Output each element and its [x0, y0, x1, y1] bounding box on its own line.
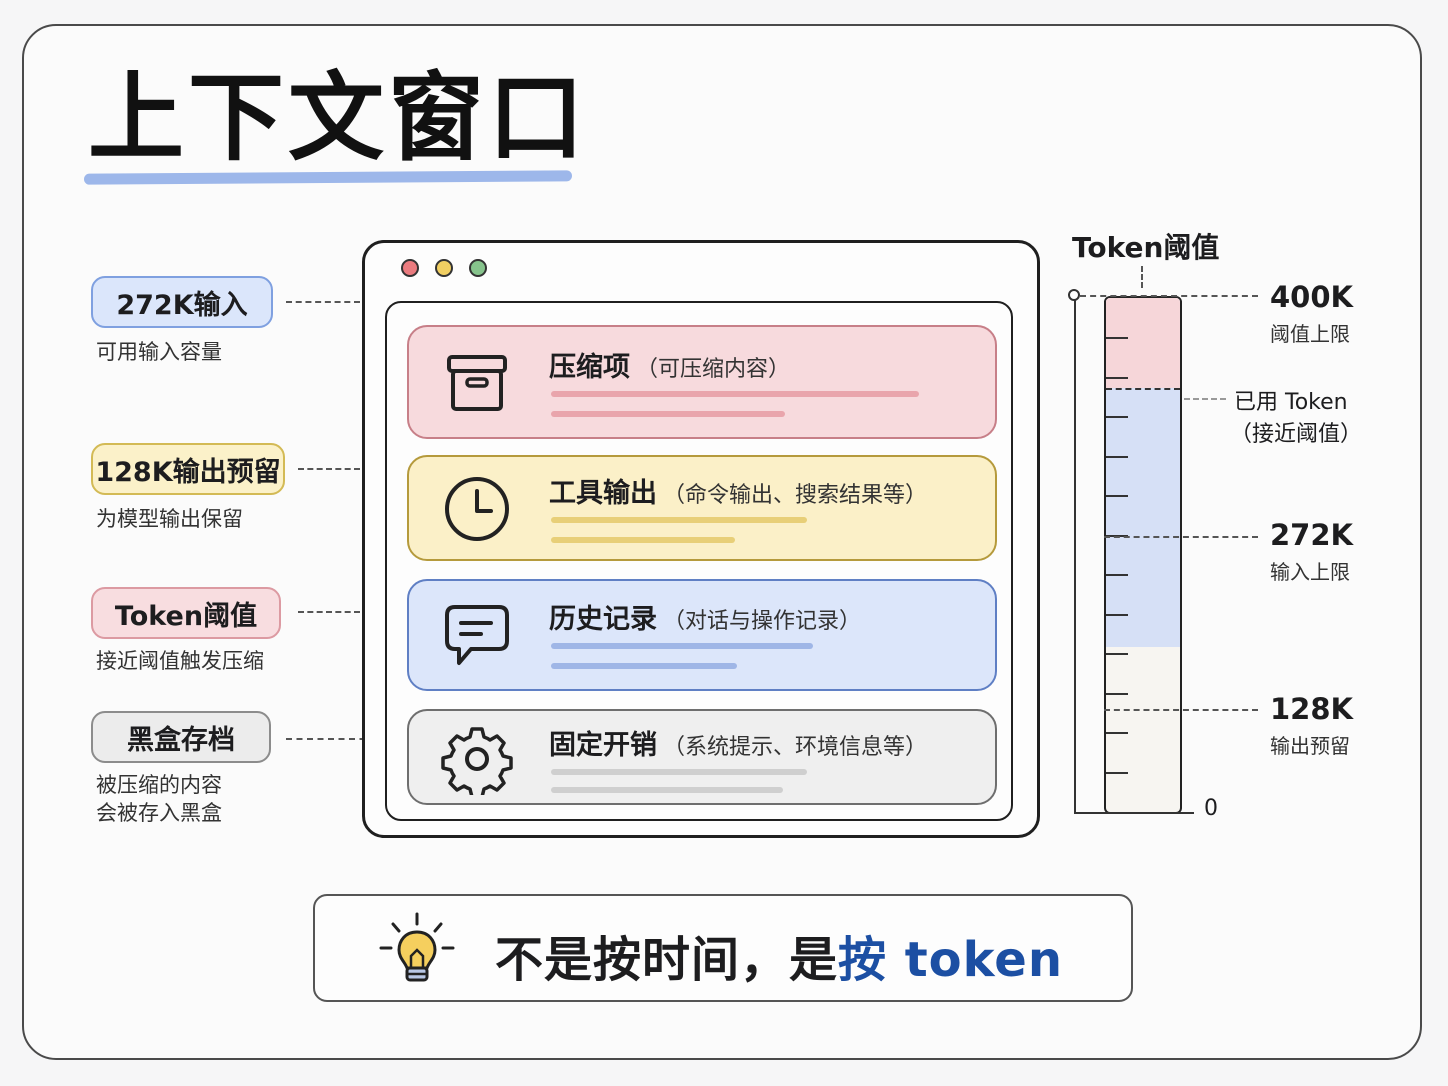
- window-minimize-dot: [435, 259, 453, 277]
- gauge-tick: [1106, 574, 1128, 577]
- mark-272k-value: 272K: [1270, 518, 1354, 552]
- page-title: 上下文窗口: [88, 62, 588, 174]
- placeholder-bar: [551, 769, 807, 775]
- connector-line: [298, 468, 360, 470]
- label-black-box-desc-1: 被压缩的内容: [96, 773, 222, 797]
- label-input-capacity: 272K输入: [91, 276, 273, 328]
- window-maximize-dot: [469, 259, 487, 277]
- placeholder-bar: [551, 391, 919, 397]
- gauge-tick: [1106, 416, 1128, 419]
- window-close-dot: [401, 259, 419, 277]
- archive-box-icon: [447, 355, 507, 411]
- row-compressible-title: 压缩项（可压缩内容）: [549, 352, 791, 383]
- gauge-title-connector: [1141, 266, 1143, 288]
- chat-bubble-icon: [445, 605, 509, 665]
- gauge-tick: [1106, 692, 1128, 695]
- gauge-used-marker: [1106, 387, 1180, 390]
- gauge-axis-top: [1068, 289, 1080, 301]
- label-black-box-desc-2: 会被存入黑盒: [96, 801, 222, 825]
- mark-connector: [1104, 536, 1258, 538]
- row-fixed-overhead-title: 固定开销（系统提示、环境信息等）: [549, 730, 928, 761]
- placeholder-bar: [551, 517, 807, 523]
- row-fixed-overhead: 固定开销（系统提示、环境信息等）: [407, 709, 997, 805]
- row-compressible: 压缩项（可压缩内容）: [407, 325, 997, 439]
- gauge-title: Token阈值: [1072, 231, 1220, 264]
- gauge-tick: [1106, 495, 1128, 498]
- label-input-capacity-desc: 可用输入容量: [96, 340, 222, 364]
- label-black-box: 黑盒存档: [91, 711, 271, 763]
- gauge-tick: [1106, 376, 1128, 379]
- gauge-zero-label: 0: [1204, 796, 1218, 821]
- placeholder-bar: [551, 643, 813, 649]
- row-history: 历史记录（对话与操作记录）: [407, 579, 997, 691]
- mark-used-value: 已用 Token: [1234, 390, 1348, 415]
- placeholder-bar: [551, 411, 785, 417]
- gauge-segment-threshold: [1106, 298, 1180, 388]
- gauge-tick: [1106, 534, 1128, 537]
- label-token-threshold: Token阈值: [91, 587, 281, 639]
- bottom-callout: 不是按时间，是按 token: [313, 894, 1133, 1002]
- gauge-tick: [1106, 732, 1128, 735]
- context-window: 压缩项（可压缩内容） 工具输出（命令输出、搜索结果等） 历史记录（对话与操作记录…: [362, 240, 1040, 838]
- connector-line: [286, 738, 376, 740]
- mark-128k-desc: 输出预留: [1270, 734, 1350, 758]
- label-token-threshold-desc: 接近阈值触发压缩: [96, 649, 264, 673]
- gauge-tick: [1106, 771, 1128, 774]
- row-tool-output-title: 工具输出（命令输出、搜索结果等）: [549, 478, 928, 509]
- gauge-tick: [1106, 613, 1128, 616]
- clock-icon: [445, 477, 509, 541]
- gauge-tick: [1106, 653, 1128, 656]
- lightbulb-icon: [379, 912, 455, 982]
- mark-connector: [1104, 709, 1258, 711]
- row-history-title: 历史记录（对话与操作记录）: [549, 604, 862, 635]
- connector-line: [286, 301, 360, 303]
- gauge-base: [1074, 812, 1194, 814]
- gauge-axis: [1074, 296, 1076, 814]
- mark-272k-desc: 输入上限: [1270, 560, 1350, 584]
- gauge-tick: [1106, 455, 1128, 458]
- mark-400k-desc: 阈值上限: [1270, 322, 1350, 346]
- gauge-tick: [1106, 337, 1128, 340]
- placeholder-bar: [551, 787, 783, 793]
- connector-line: [298, 611, 360, 613]
- gear-icon: [441, 727, 513, 795]
- mark-connector: [1080, 295, 1258, 297]
- row-tool-output: 工具输出（命令输出、搜索结果等）: [407, 455, 997, 561]
- callout-text: 不是按时间，是按 token: [495, 932, 1064, 988]
- label-output-reserve-desc: 为模型输出保留: [96, 507, 243, 531]
- mark-128k-value: 128K: [1270, 692, 1354, 726]
- placeholder-bar: [551, 663, 737, 669]
- token-gauge: [1104, 296, 1182, 814]
- mark-400k-value: 400K: [1270, 280, 1354, 314]
- label-output-reserve: 128K输出预留: [91, 443, 285, 495]
- placeholder-bar: [551, 537, 735, 543]
- mark-connector: [1184, 398, 1226, 400]
- context-window-body: 压缩项（可压缩内容） 工具输出（命令输出、搜索结果等） 历史记录（对话与操作记录…: [385, 301, 1013, 821]
- mark-used-desc: （接近阈值）: [1230, 422, 1363, 447]
